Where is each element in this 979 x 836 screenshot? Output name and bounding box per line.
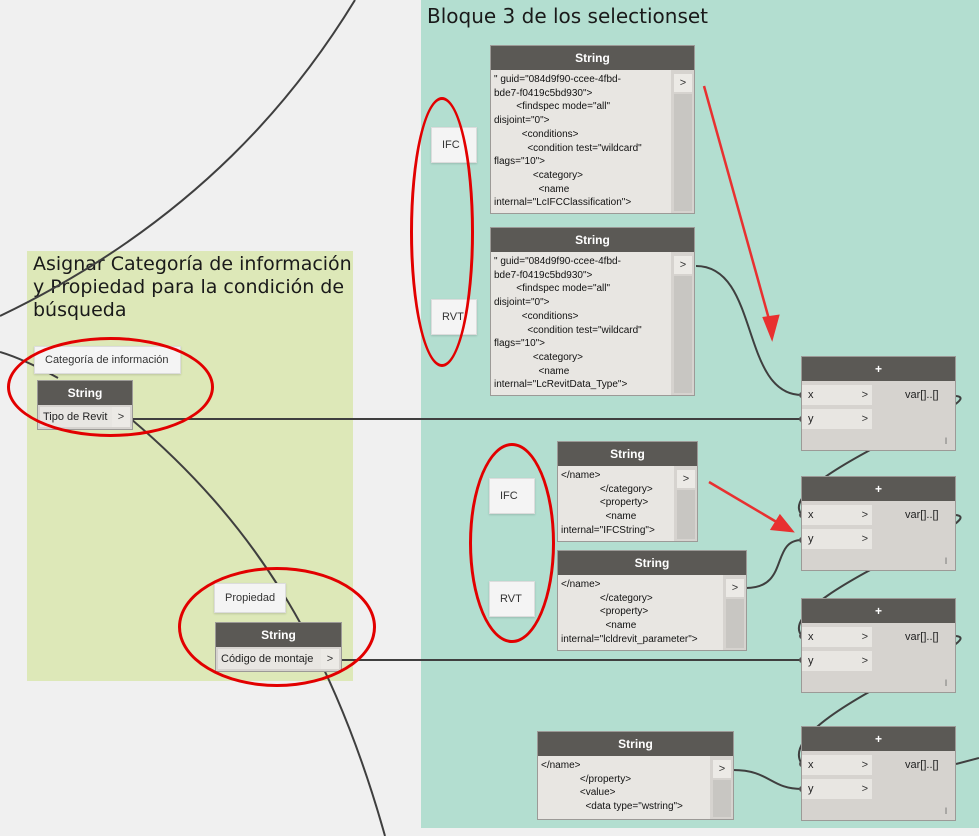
input-port-y[interactable]: y> (802, 409, 872, 429)
lacing-icon[interactable]: l (945, 806, 947, 816)
input-port-icon: > (861, 759, 868, 771)
scrollbar[interactable] (726, 599, 744, 648)
string-value[interactable]: </name> </category> <property> <name int… (558, 575, 723, 650)
string-input[interactable]: Tipo de Revit (40, 407, 112, 427)
string-value[interactable]: </name> </category> <property> <name int… (558, 466, 674, 541)
output-port-icon[interactable]: > (674, 256, 692, 274)
scrollbar[interactable] (674, 94, 692, 211)
output-port-icon[interactable]: > (713, 760, 731, 778)
input-port-x[interactable]: x> (802, 755, 872, 775)
string-node-ifc-string[interactable]: String </name> </category> <property> <n… (557, 441, 698, 542)
input-port-y[interactable]: y> (802, 651, 872, 671)
scrollbar[interactable] (713, 780, 731, 817)
input-port-x[interactable]: x> (802, 505, 872, 525)
lacing-icon[interactable]: l (945, 436, 947, 446)
output-port[interactable]: var[]..[] (905, 631, 939, 643)
string-node-tipo-revit[interactable]: String Tipo de Revit > (37, 380, 133, 430)
input-port-icon: > (861, 413, 868, 425)
string-value[interactable]: </name> </property> <value> <data type="… (538, 756, 710, 819)
string-node-codigo-montaje[interactable]: String Código de montaje > (215, 622, 342, 672)
note-propiedad[interactable]: Propiedad (214, 583, 286, 613)
group-title-assign: Asignar Categoría de información y Propi… (33, 253, 352, 321)
input-port-icon: > (861, 533, 868, 545)
add-node-3[interactable]: + x> y> var[]..[] l (801, 598, 956, 693)
string-node-ifc-classification[interactable]: String " guid="084d9f90-ccee-4fbd- bde7-… (490, 45, 695, 214)
input-port-y[interactable]: y> (802, 779, 872, 799)
note-categoria[interactable]: Categoría de información (34, 346, 181, 374)
note-ifc-1[interactable]: IFC (431, 127, 477, 163)
note-ifc-2[interactable]: IFC (489, 478, 535, 514)
output-port[interactable]: var[]..[] (905, 389, 939, 401)
lacing-icon[interactable]: l (945, 556, 947, 566)
note-rvt-2[interactable]: RVT (489, 581, 535, 617)
string-node-revit-parameter[interactable]: String </name> </category> <property> <n… (557, 550, 747, 651)
output-port-icon[interactable]: > (112, 407, 130, 427)
input-port-icon: > (861, 783, 868, 795)
input-port-icon: > (861, 389, 868, 401)
output-port[interactable]: var[]..[] (905, 509, 939, 521)
add-node-4[interactable]: + x> y> var[]..[] l (801, 726, 956, 821)
output-port-icon[interactable]: > (321, 649, 339, 669)
add-node-1[interactable]: + x> y> var[]..[] l (801, 356, 956, 451)
note-rvt-1[interactable]: RVT (431, 299, 477, 335)
add-node-2[interactable]: + x> y> var[]..[] l (801, 476, 956, 571)
output-port-icon[interactable]: > (674, 74, 692, 92)
string-input[interactable]: Código de montaje (218, 649, 321, 669)
string-value[interactable]: " guid="084d9f90-ccee-4fbd- bde7-f0419c5… (491, 252, 671, 395)
input-port-icon: > (861, 631, 868, 643)
lacing-icon[interactable]: l (945, 678, 947, 688)
scrollbar[interactable] (674, 276, 692, 393)
input-port-y[interactable]: y> (802, 529, 872, 549)
input-port-x[interactable]: x> (802, 627, 872, 647)
group-assign-category[interactable]: Asignar Categoría de información y Propi… (27, 251, 353, 681)
group-title-selectionset: Bloque 3 de los selectionset (427, 4, 709, 28)
input-port-icon: > (861, 655, 868, 667)
input-port-icon: > (861, 509, 868, 521)
string-value[interactable]: " guid="084d9f90-ccee-4fbd- bde7-f0419c5… (491, 70, 671, 213)
input-port-x[interactable]: x> (802, 385, 872, 405)
string-node-value-wstring[interactable]: String </name> </property> <value> <data… (537, 731, 734, 820)
string-node-revit-type[interactable]: String " guid="084d9f90-ccee-4fbd- bde7-… (490, 227, 695, 396)
scrollbar[interactable] (677, 490, 695, 539)
output-port-icon[interactable]: > (726, 579, 744, 597)
output-port-icon[interactable]: > (677, 470, 695, 488)
output-port[interactable]: var[]..[] (905, 759, 939, 771)
